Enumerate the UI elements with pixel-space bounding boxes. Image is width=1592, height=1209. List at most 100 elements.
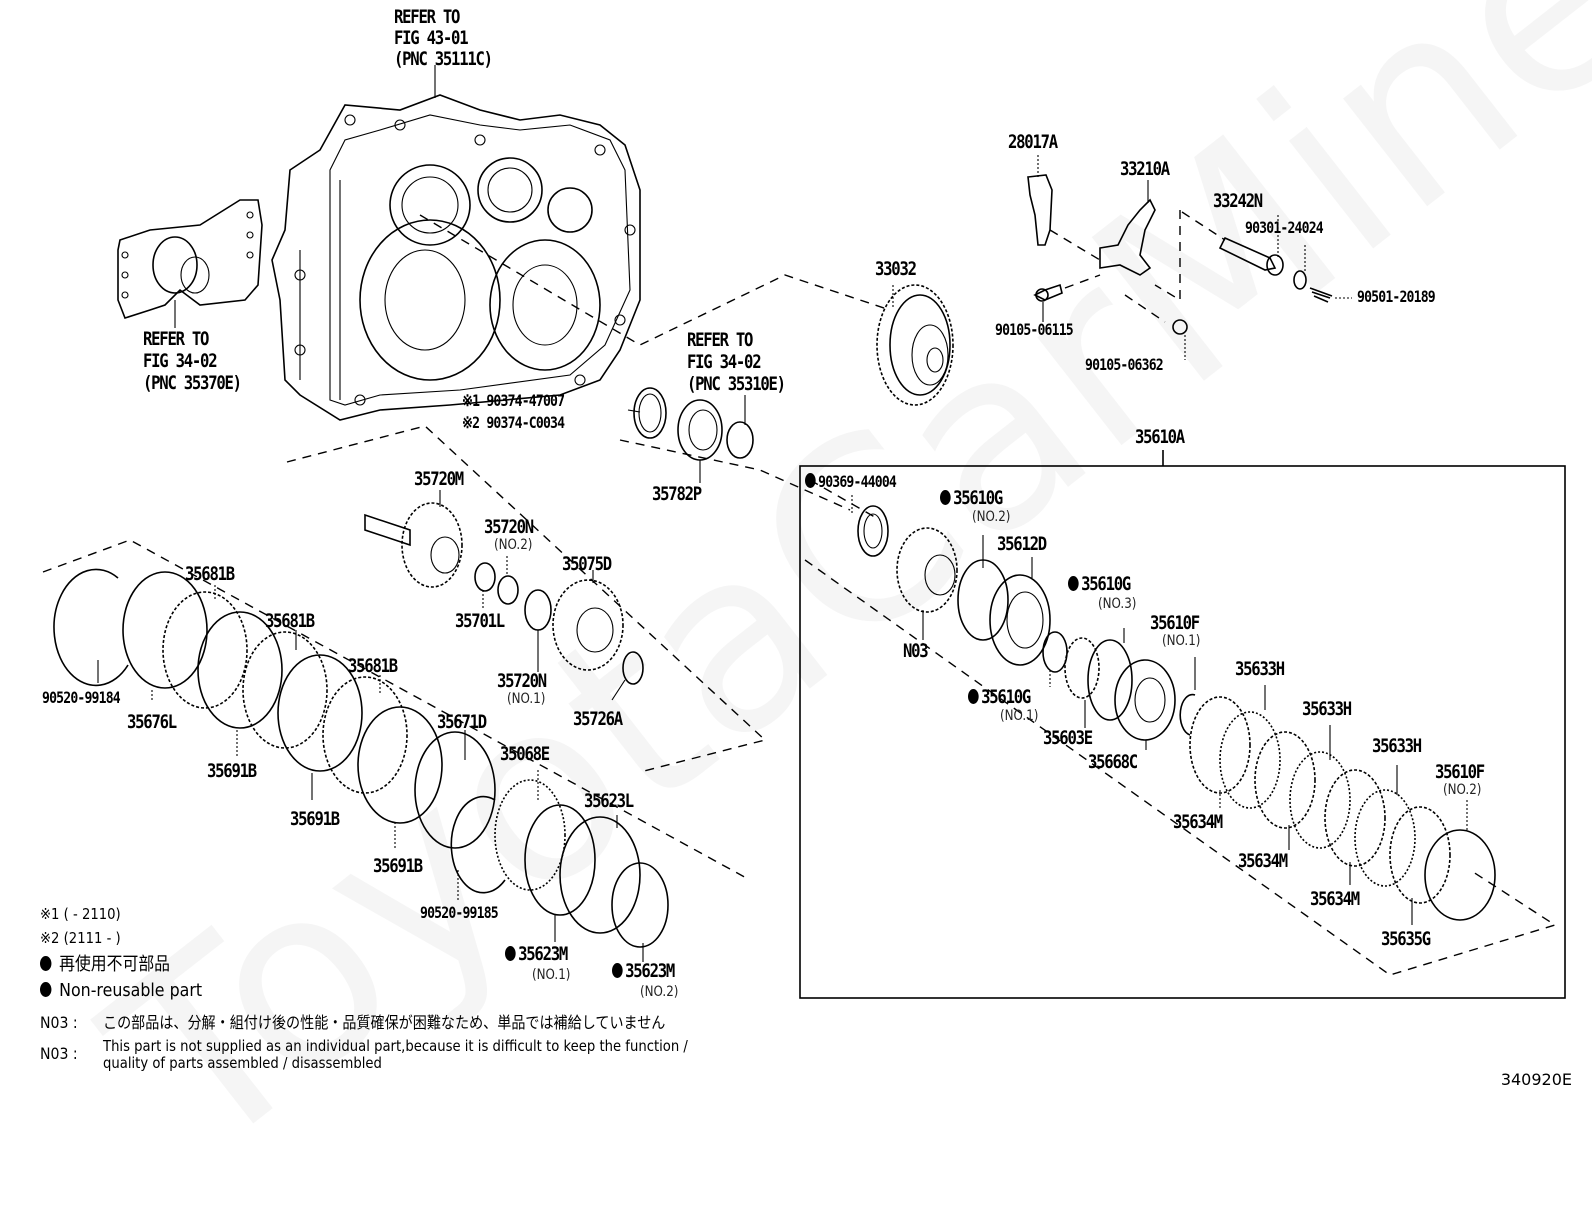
part-label-35676L[interactable]: 35676L bbox=[127, 711, 177, 733]
mid-ref-line3[interactable]: (PNC 35310E) bbox=[687, 373, 786, 395]
part-label-35610F-no2[interactable]: 35610F bbox=[1435, 761, 1485, 783]
part-sub-35610F-no2: (NO.2) bbox=[1443, 782, 1482, 798]
footnote-n03-en-code: N03 : bbox=[40, 1044, 78, 1063]
part-label-35075D[interactable]: 35075D bbox=[562, 553, 612, 575]
part-sub-35623M-no1: (NO.1) bbox=[532, 967, 571, 983]
exploded-diagram bbox=[42, 65, 1566, 999]
non-reusable-icon bbox=[968, 689, 979, 704]
part-sub-35610G-no1: (NO.1) bbox=[1000, 708, 1039, 724]
part-label-35633H-2[interactable]: 35633H bbox=[1302, 698, 1352, 720]
part-label-35634M-3[interactable]: 35634M bbox=[1310, 888, 1360, 910]
part-sub-35720N-no1: (NO.1) bbox=[507, 691, 546, 707]
part-label-35668C[interactable]: 35668C bbox=[1088, 751, 1138, 773]
part-label-90369-44004[interactable]: 90369-44004 bbox=[805, 472, 897, 491]
part-label-28017A[interactable]: 28017A bbox=[1008, 131, 1058, 153]
part-sub-35610G-no3: (NO.3) bbox=[1098, 596, 1137, 612]
part-label-35720N-no2[interactable]: 35720N bbox=[484, 516, 534, 538]
gear-33032-illustration bbox=[876, 284, 954, 406]
part-number: 35623M bbox=[518, 943, 568, 965]
part-label-35691B-3[interactable]: 35691B bbox=[373, 855, 423, 877]
part-label-90520-99184[interactable]: 90520-99184 bbox=[42, 688, 121, 707]
part-label-90105-06115[interactable]: 90105-06115 bbox=[995, 320, 1074, 339]
legend-nonreusable-en: Non-reusable part bbox=[40, 980, 203, 1002]
side-plate-illustration bbox=[117, 199, 263, 328]
part-label-35612D[interactable]: 35612D bbox=[997, 533, 1047, 555]
part-label-35623M-no2[interactable]: 35623M bbox=[612, 960, 675, 982]
part-label-35635G[interactable]: 35635G bbox=[1381, 928, 1431, 950]
part-label-35610G-no3[interactable]: 35610G bbox=[1068, 573, 1131, 595]
case-ref-line2: FIG 43-01 bbox=[394, 27, 469, 49]
part-label-alt2[interactable]: ※2 90374-C0034 bbox=[462, 413, 565, 432]
figure-id: 340920E bbox=[1500, 1070, 1572, 1089]
non-reusable-icon bbox=[612, 963, 623, 978]
part-label-N03[interactable]: N03 bbox=[903, 640, 929, 662]
part-sub-35610F-no1: (NO.1) bbox=[1162, 633, 1201, 649]
part-label-33242N[interactable]: 33242N bbox=[1213, 190, 1263, 212]
left-ref-line3[interactable]: (PNC 35370E) bbox=[143, 372, 242, 394]
part-sub-35610G-no2: (NO.2) bbox=[972, 509, 1011, 525]
non-reusable-icon bbox=[805, 473, 816, 488]
part-label-33032[interactable]: 33032 bbox=[875, 258, 917, 280]
legend-range-1: ※1 ( - 2110) bbox=[40, 905, 121, 923]
legend-nonreusable-jp: 再使用不可部品 bbox=[40, 954, 171, 976]
part-label-35610G-no2[interactable]: 35610G bbox=[940, 487, 1003, 509]
transaxle-case-illustration bbox=[271, 65, 641, 421]
part-number: 35610G bbox=[953, 487, 1003, 509]
non-reusable-icon bbox=[505, 946, 516, 961]
part-label-35691B-1[interactable]: 35691B bbox=[207, 760, 257, 782]
part-label-90520-99185[interactable]: 90520-99185 bbox=[420, 903, 499, 922]
part-label-35681B-3[interactable]: 35681B bbox=[348, 655, 398, 677]
footnote-n03-jp-code: N03 : bbox=[40, 1013, 78, 1032]
part-label-35623M-no1[interactable]: 35623M bbox=[505, 943, 568, 965]
part-label-35681B-1[interactable]: 35681B bbox=[185, 563, 235, 585]
assembly-35610A-box bbox=[799, 465, 1566, 999]
footnote-n03-en-text2: quality of parts assembled / disassemble… bbox=[103, 1054, 382, 1072]
part-label-35634M-2[interactable]: 35634M bbox=[1238, 850, 1288, 872]
legend-text: 再使用不可部品 bbox=[59, 954, 171, 975]
part-label-35720N-no1[interactable]: 35720N bbox=[497, 670, 547, 692]
parking-lock-parts-illustration bbox=[1027, 155, 1352, 360]
part-label-35681B-2[interactable]: 35681B bbox=[265, 610, 315, 632]
part-label-35701L[interactable]: 35701L bbox=[455, 610, 505, 632]
part-label-35720M[interactable]: 35720M bbox=[414, 468, 464, 490]
part-number: 35623M bbox=[625, 960, 675, 982]
legend-text: Non-reusable part bbox=[59, 980, 203, 1001]
non-reusable-icon bbox=[40, 956, 52, 971]
part-label-90301-24024[interactable]: 90301-24024 bbox=[1245, 218, 1324, 237]
case-ref-line1: REFER TO bbox=[394, 6, 460, 28]
mid-ref-line2: FIG 34-02 bbox=[687, 351, 762, 373]
footnote-n03-jp-text: この部品は、分解・組付け後の性能・品質確保が困難なため、単品では補給していません bbox=[103, 1013, 666, 1032]
part-label-35623L[interactable]: 35623L bbox=[584, 790, 634, 812]
part-label-35633H-1[interactable]: 35633H bbox=[1235, 658, 1285, 680]
left-ref-line2: FIG 34-02 bbox=[143, 350, 218, 372]
part-label-35782P[interactable]: 35782P bbox=[652, 483, 702, 505]
left-ref-line1: REFER TO bbox=[143, 328, 209, 350]
part-number: 90369-44004 bbox=[818, 472, 897, 491]
part-label-35603E[interactable]: 35603E bbox=[1043, 727, 1093, 749]
part-label-35671D[interactable]: 35671D bbox=[437, 711, 487, 733]
part-label-alt1[interactable]: ※1 90374-47007 bbox=[462, 391, 565, 410]
part-number: 35610G bbox=[1081, 573, 1131, 595]
part-number: 35610G bbox=[981, 686, 1031, 708]
non-reusable-icon bbox=[1068, 576, 1079, 591]
part-label-33210A[interactable]: 33210A bbox=[1120, 158, 1170, 180]
mid-ref-line1: REFER TO bbox=[687, 329, 753, 351]
part-sub-35720N-no2: (NO.2) bbox=[494, 537, 533, 553]
clutch-assembly-parts-illustration bbox=[851, 495, 1496, 925]
part-label-35726A[interactable]: 35726A bbox=[573, 708, 623, 730]
part-label-35610G-no1[interactable]: 35610G bbox=[968, 686, 1031, 708]
part-label-90501-20189[interactable]: 90501-20189 bbox=[1357, 287, 1436, 306]
part-label-90105-06362[interactable]: 90105-06362 bbox=[1085, 355, 1164, 374]
part-label-35610A[interactable]: 35610A bbox=[1135, 426, 1185, 448]
clutch-pack-parts-illustration bbox=[53, 568, 669, 962]
part-label-35610F-no1[interactable]: 35610F bbox=[1150, 612, 1200, 634]
part-label-35633H-3[interactable]: 35633H bbox=[1372, 735, 1422, 757]
part-label-35634M-1[interactable]: 35634M bbox=[1173, 811, 1223, 833]
non-reusable-icon bbox=[940, 490, 951, 505]
case-ref-line3[interactable]: (PNC 35111C) bbox=[394, 48, 493, 70]
part-label-35691B-2[interactable]: 35691B bbox=[290, 808, 340, 830]
part-label-35068E[interactable]: 35068E bbox=[500, 743, 550, 765]
planetary-gear-parts-illustration bbox=[364, 490, 644, 701]
legend-range-2: ※2 (2111 - ) bbox=[40, 929, 121, 947]
part-sub-35623M-no2: (NO.2) bbox=[640, 984, 679, 1000]
